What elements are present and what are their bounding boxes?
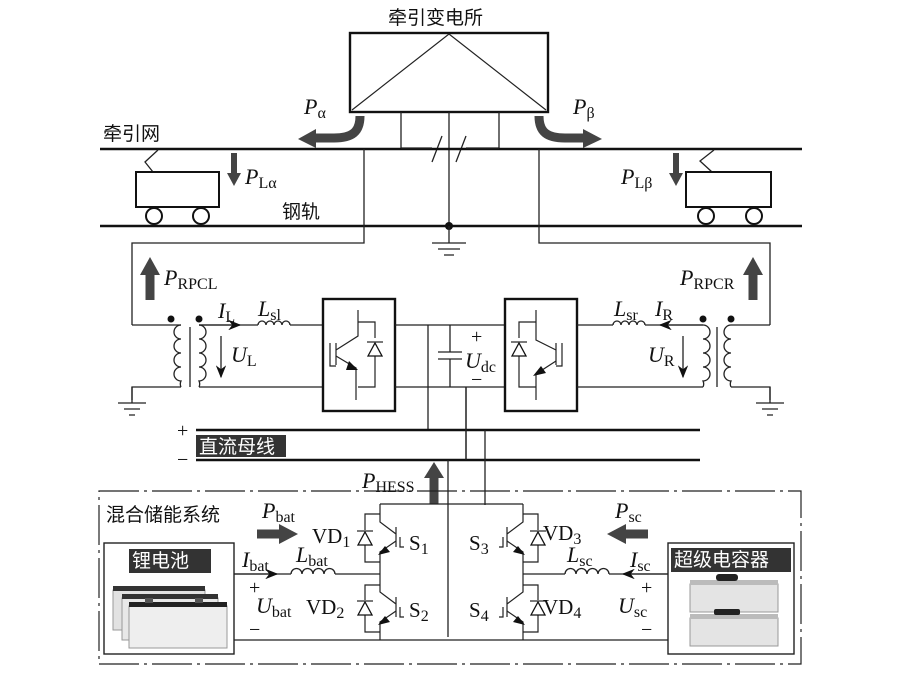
vd1-label: VD1 (312, 524, 350, 551)
p-l-alpha-label: PLα (244, 164, 277, 192)
svg-text:−: − (177, 449, 188, 471)
l-sc-label: Lsc (566, 542, 593, 570)
p-rpcl-label: PRPCL (163, 265, 217, 293)
svg-text:+: + (641, 577, 652, 599)
rail-label: 钢轨 (282, 201, 320, 223)
inductor-lsc (564, 567, 610, 575)
switch-s1 (356, 504, 404, 574)
s3-label: S3 (469, 531, 489, 558)
battery-label: 锂电池 (132, 550, 189, 572)
vd3-label: VD3 (543, 521, 581, 548)
switch-s4 (499, 574, 547, 640)
p-l-beta-arrow (669, 153, 683, 186)
p-sc-label: Psc (614, 498, 642, 526)
p-sc-arrow (607, 524, 648, 544)
s4-label: S4 (469, 598, 489, 625)
p-rpcr-label: PRPCR (679, 265, 735, 293)
s2-label: S2 (409, 598, 429, 625)
dc-bus-label: 直流母线 (199, 436, 275, 458)
right-transformer (699, 315, 771, 400)
svg-text:+: + (249, 577, 260, 599)
train-right-icon (685, 149, 772, 225)
l-sl-label: Lsl (257, 296, 281, 324)
p-alpha-arrow (298, 115, 365, 148)
u-dc-label: Udc (465, 348, 496, 376)
vd4-label: VD4 (543, 595, 581, 622)
i-sc-label: Isc (629, 547, 651, 575)
battery-icon: 锂电池 (103, 542, 235, 655)
l-bat-label: Lbat (295, 542, 328, 570)
l-sr-label: Lsr (613, 296, 638, 324)
left-transformer (131, 315, 207, 400)
inductor-lsr (612, 320, 646, 326)
p-bat-arrow (257, 524, 298, 544)
u-r-label: UR (648, 342, 675, 370)
dc-bus-label-bg (196, 435, 286, 457)
p-beta-label: Pβ (572, 94, 595, 122)
svg-text:+: + (177, 420, 188, 442)
vd2-label: VD2 (306, 595, 344, 622)
p-hess-arrow (424, 462, 444, 504)
svg-text:−: − (641, 619, 652, 641)
substation-transformer (348, 31, 550, 114)
svg-text:−: − (249, 619, 260, 641)
svg-text:−: − (471, 369, 482, 391)
p-l-beta-label: PLβ (620, 164, 652, 192)
hess-boundary (98, 490, 802, 665)
i-r-label: IR (654, 296, 673, 324)
p-rpcl-arrow (140, 257, 160, 300)
u-sc-label: Usc (618, 593, 647, 621)
inductor-lsl (257, 320, 323, 326)
ground-icon (432, 226, 466, 256)
u-l-label: UL (231, 342, 257, 370)
p-rpcr-arrow (743, 257, 763, 300)
right-converter (503, 297, 579, 413)
catenary-label: 牵引网 (103, 123, 160, 145)
p-beta-arrow (534, 115, 602, 148)
dc-capacitor (438, 325, 462, 387)
s1-label: S1 (409, 531, 429, 558)
u-bat-label: Ubat (256, 593, 292, 621)
left-converter (321, 297, 397, 413)
ground-icon (118, 387, 146, 416)
ground-icon (756, 387, 784, 416)
switch-s2 (356, 574, 404, 640)
i-l-label: IL (217, 298, 235, 326)
train-left-icon (135, 149, 220, 225)
switch-s3 (499, 504, 547, 574)
p-l-alpha-arrow (227, 153, 241, 186)
inductor-lbat (290, 567, 380, 575)
supercapacitor-icon: 超级电容器 (667, 542, 795, 655)
substation-label: 牵引变电所 (388, 7, 483, 29)
p-bat-label: Pbat (261, 498, 296, 526)
supercap-label: 超级电容器 (674, 549, 769, 571)
hess-label: 混合储能系统 (106, 504, 220, 526)
svg-text:+: + (471, 326, 482, 348)
p-alpha-label: Pα (303, 94, 326, 122)
i-bat-label: Ibat (241, 547, 269, 575)
p-hess-label: PHESS (361, 468, 415, 496)
